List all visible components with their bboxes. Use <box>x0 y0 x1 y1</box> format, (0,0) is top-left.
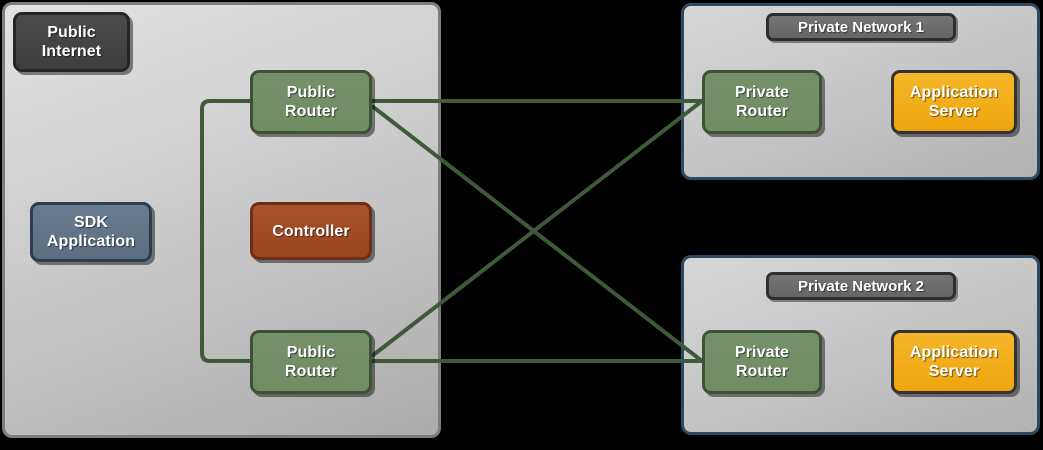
node-public-router-1[interactable]: Public Router <box>250 70 372 134</box>
node-public-router-2[interactable]: Public Router <box>250 330 372 394</box>
private-network-2-title-label: Private Network 2 <box>798 277 924 295</box>
node-public-internet[interactable]: Public Internet <box>13 12 130 72</box>
node-application-server-1-label-line1: Application <box>909 84 999 101</box>
node-private-router-2-label-line2: Router <box>735 363 789 380</box>
node-public-internet-label-line2: Internet <box>41 43 102 60</box>
node-sdk-application-label-line2: Application <box>46 233 136 250</box>
node-sdk-application-label: SDK Application <box>47 213 135 251</box>
node-private-router-1[interactable]: Private Router <box>702 70 822 134</box>
node-private-router-1-label-line1: Private <box>734 84 790 101</box>
node-private-router-2[interactable]: Private Router <box>702 330 822 394</box>
node-private-router-1-label: Private Router <box>735 83 789 121</box>
node-public-router-2-label-line1: Public <box>286 344 336 361</box>
node-application-server-1-label: Application Server <box>910 83 998 121</box>
node-public-router-1-label-line2: Router <box>284 103 338 120</box>
node-controller-label: Controller <box>272 222 350 240</box>
node-private-router-2-label-line1: Private <box>734 344 790 361</box>
node-application-server-1-label-line2: Server <box>928 103 980 120</box>
private-network-2-title-badge: Private Network 2 <box>766 272 956 300</box>
node-private-router-2-label: Private Router <box>735 343 789 381</box>
node-application-server-2-label: Application Server <box>910 343 998 381</box>
node-public-internet-label-line1: Public <box>47 24 96 41</box>
node-sdk-application-label-line1: SDK <box>73 214 109 231</box>
node-public-router-1-label-line1: Public <box>286 84 336 101</box>
node-public-router-2-label-line2: Router <box>284 363 338 380</box>
node-public-router-1-label: Public Router <box>285 83 337 121</box>
node-application-server-1[interactable]: Application Server <box>891 70 1017 134</box>
private-network-1-title-badge: Private Network 1 <box>766 13 956 41</box>
private-network-1-title-label: Private Network 1 <box>798 18 924 36</box>
node-application-server-2[interactable]: Application Server <box>891 330 1017 394</box>
node-private-router-1-label-line2: Router <box>735 103 789 120</box>
node-public-router-2-label: Public Router <box>285 343 337 381</box>
node-controller[interactable]: Controller <box>250 202 372 260</box>
node-application-server-2-label-line1: Application <box>909 344 999 361</box>
node-public-internet-label: Public Internet <box>42 23 101 61</box>
node-sdk-application[interactable]: SDK Application <box>30 202 152 262</box>
node-application-server-2-label-line2: Server <box>928 363 980 380</box>
